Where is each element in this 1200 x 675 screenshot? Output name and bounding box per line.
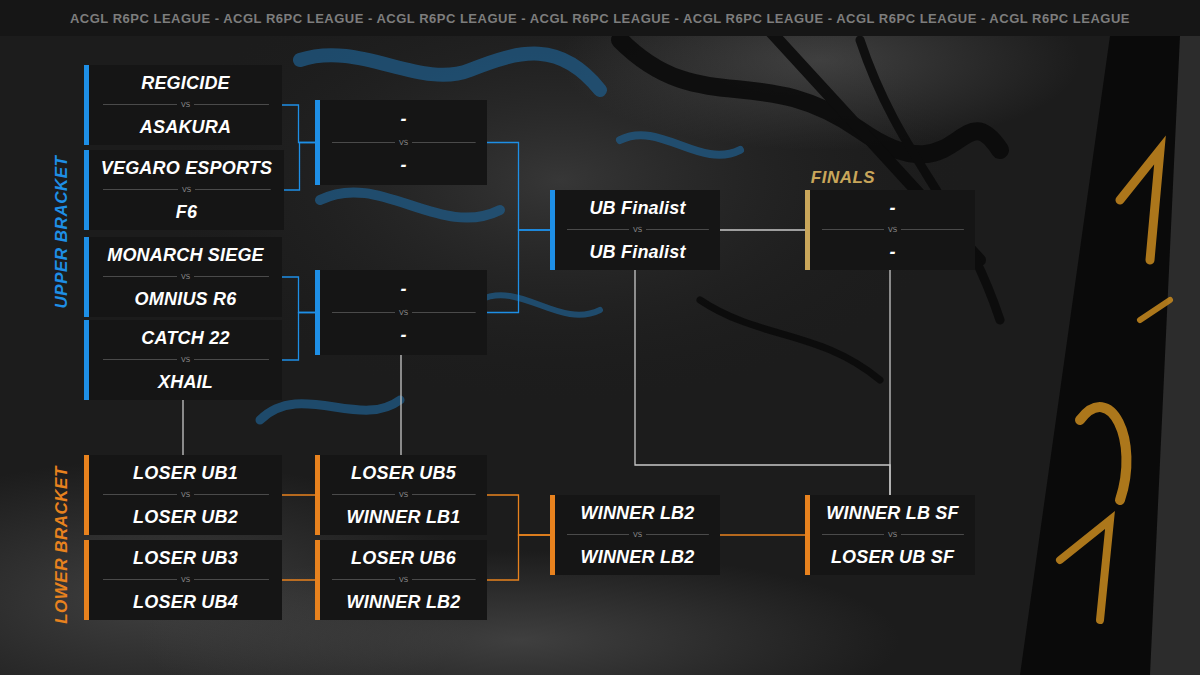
bracket-connector [487, 495, 550, 535]
vs-label: VS [395, 139, 412, 147]
section-label: LOWER BRACKET [52, 466, 72, 624]
bracket-connector [282, 579, 315, 580]
vs-label: VS [177, 491, 194, 499]
team-name: WINNER LB2 [573, 539, 703, 575]
team-name: REGICIDE [133, 65, 238, 101]
match-box: -VS- [315, 100, 487, 185]
bracket-connector [889, 270, 890, 495]
team-name: LOSER UB5 [343, 455, 464, 491]
bracket-connector [635, 270, 890, 495]
match-box: -VS- [315, 270, 487, 355]
match-box: LOSER UB3VSLOSER UB4 [84, 540, 282, 620]
match-box: REGICIDEVSASAKURA [84, 65, 282, 145]
team-name: UB Finalist [581, 234, 693, 270]
team-name: LOSER UB1 [125, 455, 246, 491]
team-name: UB Finalist [581, 190, 693, 226]
team-name: LOSER UB SF [823, 539, 962, 575]
vs-label: VS [177, 101, 194, 109]
team-name: ASAKURA [132, 109, 239, 145]
team-name: WINNER LB2 [573, 495, 703, 531]
team-name: F6 [168, 194, 205, 230]
match-box: LOSER UB6VSWINNER LB2 [315, 540, 487, 620]
vs-label: VS [178, 186, 195, 194]
banner-text: ACGL R6PC LEAGUE - ACGL R6PC LEAGUE - AC… [70, 11, 1130, 26]
finals-label: FINALS [811, 168, 875, 188]
team-name: WINNER LB SF [818, 495, 966, 531]
team-name: MONARCH SIEGE [99, 237, 272, 273]
vs-label: VS [395, 309, 412, 317]
team-name: - [392, 317, 414, 356]
bracket-connector [282, 494, 315, 495]
vs-label: VS [177, 356, 194, 364]
team-name: - [881, 190, 903, 226]
team-name: - [392, 147, 414, 186]
team-name: VEGARO ESPORTS [93, 150, 281, 186]
team-name: LOSER UB6 [343, 540, 464, 576]
bracket-connector [400, 355, 401, 455]
bracket-connector [182, 400, 183, 455]
vs-label: VS [395, 576, 412, 584]
vs-label: VS [884, 531, 901, 539]
bracket-connector [282, 105, 315, 143]
bracket-connector [282, 313, 315, 361]
match-box: LOSER UB1VSLOSER UB2 [84, 455, 282, 535]
match-box: LOSER UB5VSWINNER LB1 [315, 455, 487, 535]
section-label: UPPER BRACKET [52, 156, 72, 309]
match-box: WINNER LB SFVSLOSER UB SF [805, 495, 975, 575]
team-name: WINNER LB2 [339, 584, 469, 620]
bracket-connector [487, 230, 550, 313]
team-name: XHAIL [150, 364, 221, 400]
team-name: - [392, 270, 414, 309]
team-name: LOSER UB2 [125, 499, 246, 535]
match-box: UB FinalistVSUB Finalist [550, 190, 720, 270]
match-box: CATCH 22VSXHAIL [84, 320, 282, 400]
bracket-connector [284, 143, 315, 191]
match-box: VEGARO ESPORTSVSF6 [84, 150, 284, 230]
vs-label: VS [629, 226, 646, 234]
team-name: OMNIUS R6 [127, 281, 245, 317]
vs-label: VS [884, 226, 901, 234]
vs-label: VS [629, 531, 646, 539]
team-name: LOSER UB3 [125, 540, 246, 576]
team-name: LOSER UB4 [125, 584, 246, 620]
team-name: - [881, 234, 903, 270]
bracket-connector [720, 229, 805, 230]
vs-label: VS [177, 273, 194, 281]
vs-label: VS [177, 576, 194, 584]
vs-label: VS [395, 491, 412, 499]
bracket-connector [487, 535, 550, 580]
match-box: MONARCH SIEGEVSOMNIUS R6 [84, 237, 282, 317]
bracket-connector [720, 534, 805, 535]
team-name: CATCH 22 [133, 320, 237, 356]
bracket-connector [487, 143, 550, 231]
team-name: - [392, 100, 414, 139]
match-box: -VS- [805, 190, 975, 270]
team-name: WINNER LB1 [339, 499, 469, 535]
match-box: WINNER LB2VSWINNER LB2 [550, 495, 720, 575]
bracket-connector [282, 277, 315, 313]
